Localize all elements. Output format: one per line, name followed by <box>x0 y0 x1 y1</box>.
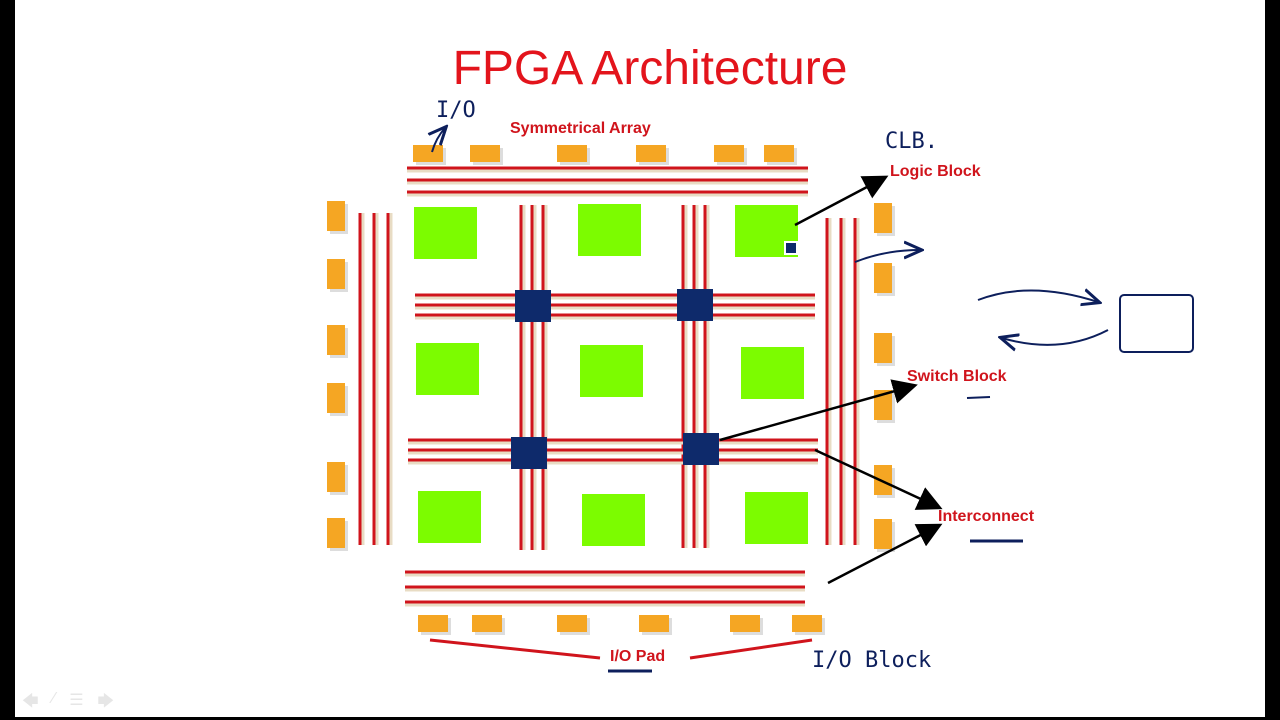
logic-block <box>578 204 641 256</box>
io-pad <box>874 465 892 495</box>
io-pad <box>557 145 587 162</box>
switch-block <box>677 289 713 321</box>
menu-icon[interactable]: ☰ <box>69 692 84 709</box>
label-switch-block: Switch Block <box>907 368 1007 385</box>
io-pad <box>418 615 448 632</box>
io-pad <box>327 201 345 231</box>
io-pad <box>874 390 892 420</box>
io-pad-lines <box>429 638 813 660</box>
io-pad <box>327 383 345 413</box>
io-pad <box>327 518 345 548</box>
switch-block <box>515 290 551 322</box>
logic-block <box>745 492 808 544</box>
io-pad <box>413 145 443 162</box>
frame-left <box>0 0 15 720</box>
logic-block <box>414 207 477 259</box>
arrows <box>719 175 943 585</box>
label-interconnect: Interconnect <box>938 508 1035 525</box>
logic-block-arrow <box>794 175 889 227</box>
io-pad <box>327 259 345 289</box>
logic-block <box>580 345 643 397</box>
pen-icon[interactable]: ∕ <box>52 690 56 707</box>
switch-block <box>683 433 719 465</box>
io-pad <box>714 145 744 162</box>
connection-point <box>784 241 798 255</box>
label-logic-block: Logic Block <box>890 163 981 180</box>
interconnect-arrow-2 <box>827 523 943 585</box>
blocks <box>327 145 895 635</box>
label-io-pad: I/O Pad <box>610 648 665 665</box>
handwritten-io-block: I/O Block <box>812 648 931 673</box>
io-pad <box>636 145 666 162</box>
io-pad <box>874 263 892 293</box>
prev-arrow-icon[interactable]: 🡄 <box>22 693 39 710</box>
io-pad <box>874 333 892 363</box>
io-pad <box>764 145 794 162</box>
frame-bottom <box>0 717 1280 720</box>
slide-title: FPGA Architecture <box>453 42 848 95</box>
handwritten-io: I/O <box>436 98 476 123</box>
logic-block <box>741 347 804 399</box>
io-pad <box>639 615 669 632</box>
slide-nav: 🡄 ∕ ☰ 🡆 <box>22 690 114 717</box>
switch-block <box>511 437 547 469</box>
io-pad <box>327 462 345 492</box>
io-pad <box>792 615 822 632</box>
logic-block <box>416 343 479 395</box>
logic-block <box>418 491 481 543</box>
handwritten-clb: CLB. <box>885 129 938 154</box>
io-pad <box>874 519 892 549</box>
logic-block <box>582 494 645 546</box>
io-pad <box>557 615 587 632</box>
switch-block-arrow <box>719 379 918 442</box>
interconnect-arrow-1 <box>814 448 943 510</box>
io-pad <box>874 203 892 233</box>
next-arrow-icon[interactable]: 🡆 <box>97 693 115 710</box>
handwritten-annotations <box>432 128 1194 673</box>
io-pad <box>327 325 345 355</box>
io-pad <box>472 615 502 632</box>
interconnect-wires <box>358 166 860 607</box>
io-pad <box>470 145 500 162</box>
io-pad <box>730 615 760 632</box>
label-symmetrical-array: Symmetrical Array <box>510 120 651 137</box>
frame-right <box>1265 0 1280 720</box>
